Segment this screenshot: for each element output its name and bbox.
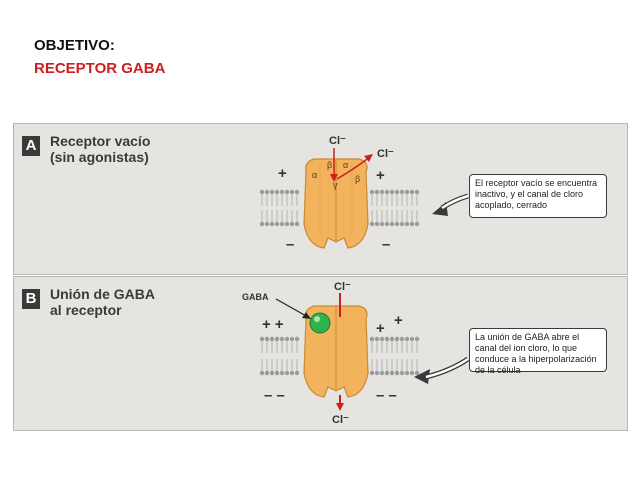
panel-b-note-line-1: La unión de GABA abre el (475, 332, 580, 342)
subunit-labels-a: α β α γ β (312, 160, 360, 190)
subunit-alpha-2: α (343, 160, 348, 170)
chloride-label-top-a: Cl⁻ (329, 135, 346, 147)
panel-a-note: El receptor vacío se encuentra inactivo,… (469, 174, 607, 218)
panel-b-title-line-2: al receptor (50, 302, 122, 318)
panel-b-note-line-4: de la célula (475, 365, 521, 375)
panel-a-title-line-2: (sin agonistas) (50, 149, 149, 165)
chloride-label-side-a: Cl⁻ (377, 148, 394, 160)
panel-a-letter: A (22, 136, 40, 156)
panel-a-note-line-2: inactivo, y el canal de cloro (475, 189, 584, 199)
charge-inside-right-a: – (382, 236, 390, 253)
panel-a-title: Receptor vacío (sin agonistas) (50, 133, 150, 165)
receptor-a (303, 158, 369, 249)
gaba-pointer-head (302, 312, 311, 319)
panel-a-note-line-1: El receptor vacío se encuentra (475, 178, 598, 188)
charge-outside-right-a: + (376, 167, 385, 184)
panel-b-diagram: GABA Cl⁻ Cl⁻ + + + + – – – – (242, 281, 470, 426)
charge-inside-left-b: – – (264, 387, 285, 404)
panel-b-note-line-3: conduce a la hiperpolarización (475, 354, 597, 364)
charge-outside-left-b: + + (262, 316, 284, 333)
gaba-molecule (309, 312, 331, 334)
panel-b-title: Unión de GABA al receptor (50, 286, 155, 318)
membrane-a (259, 189, 420, 227)
subunit-beta-1: β (327, 160, 332, 170)
panel-a-title-line-1: Receptor vacío (50, 133, 151, 149)
panel-b-note: La unión de GABA abre el canal del ion c… (469, 328, 607, 375)
charge-outside-right-b: + (376, 320, 385, 337)
lipid-bilayer-a (259, 189, 420, 227)
note-arrow-b (414, 356, 470, 384)
note-arrow-a (432, 193, 469, 216)
charge-outside-right-b-2: + (394, 312, 403, 329)
objective-label: OBJETIVO: (34, 37, 115, 54)
chloride-arrow-b (336, 293, 344, 411)
lipid-bilayer-b (259, 336, 420, 376)
charge-inside-left-a: – (286, 236, 294, 253)
chloride-label-bottom-b: Cl⁻ (332, 414, 349, 426)
panel-a-diagram: α β α γ β Cl⁻ Cl⁻ + + – – (259, 135, 469, 253)
gaba-pointer (275, 298, 309, 318)
panel-b-letter: B (22, 289, 40, 309)
subunit-alpha-1: α (312, 170, 317, 180)
panel-a-note-line-3: acoplado, cerrado (475, 200, 548, 210)
gaba-label: GABA (242, 292, 269, 302)
gaba-highlight (314, 316, 320, 322)
topic-title: RECEPTOR GABA (34, 60, 166, 77)
panel-a: A Receptor vacío (sin agonistas) α β α γ… (13, 123, 628, 275)
subunit-gamma: γ (333, 180, 338, 190)
panel-b: B Unión de GABA al receptor GABA Cl⁻ Cl⁻… (13, 276, 628, 431)
charge-inside-right-b: – – (376, 387, 397, 404)
chloride-label-top-b: Cl⁻ (334, 281, 351, 293)
panel-b-note-line-2: canal del ion cloro, lo que (475, 343, 578, 353)
charge-outside-left-a: + (278, 165, 287, 182)
panel-b-title-line-1: Unión de GABA (50, 286, 155, 302)
membrane-b (259, 336, 420, 376)
subunit-beta-2: β (355, 174, 360, 184)
chloride-arrows-a (330, 148, 373, 182)
